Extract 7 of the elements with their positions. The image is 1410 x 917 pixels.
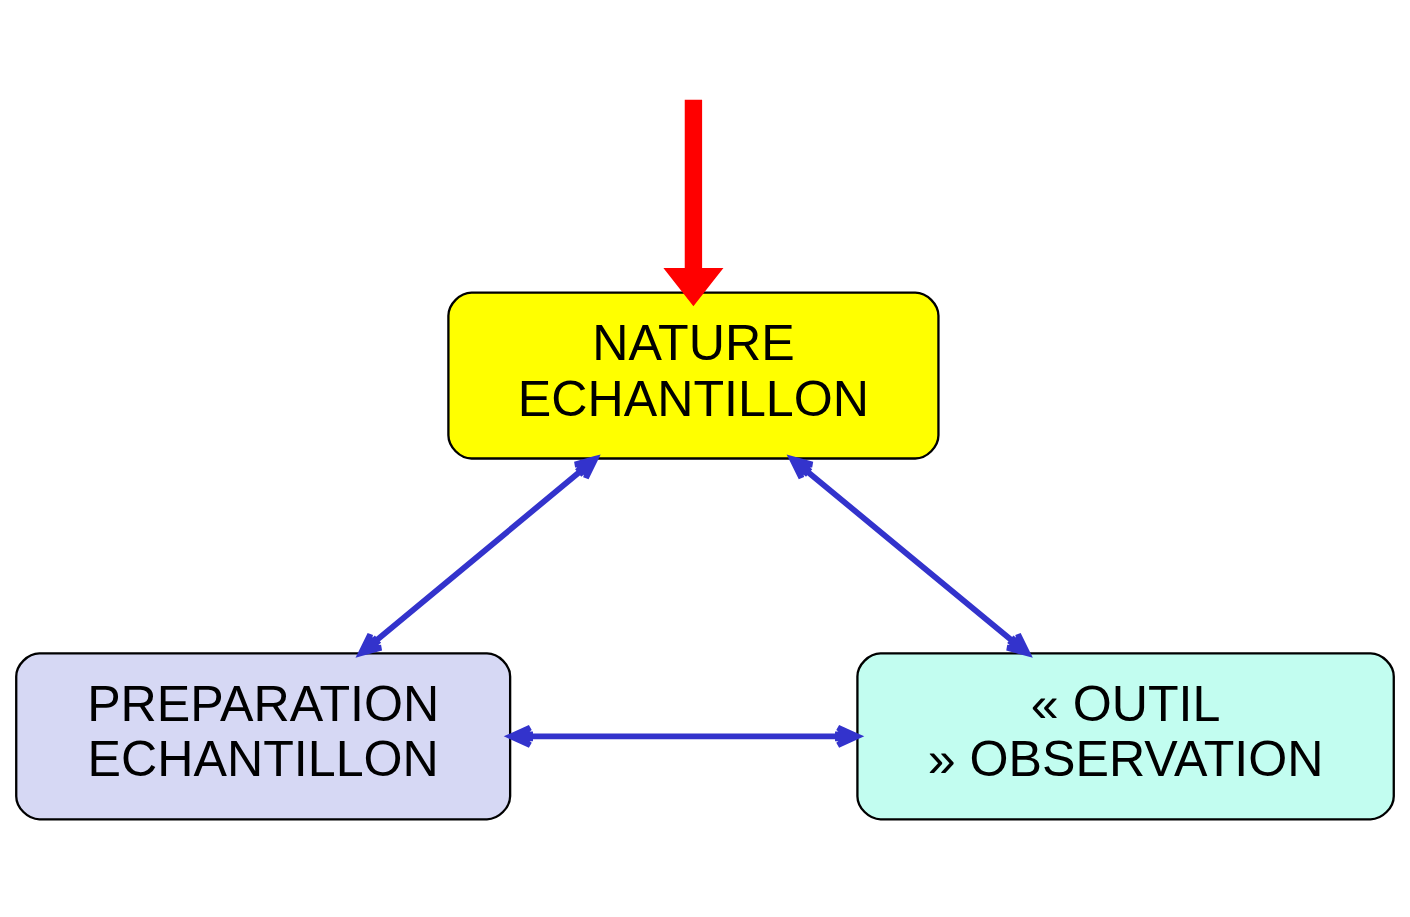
arrow xyxy=(358,456,599,657)
arrow xyxy=(507,724,861,748)
arrow xyxy=(663,99,724,307)
node-box: NATURE ECHANTILLON xyxy=(447,291,940,460)
node-box: PREPARATION ECHANTILLON xyxy=(15,652,512,821)
arrow xyxy=(789,456,1031,657)
node-box: « OUTIL » OBSERVATION xyxy=(856,652,1395,821)
